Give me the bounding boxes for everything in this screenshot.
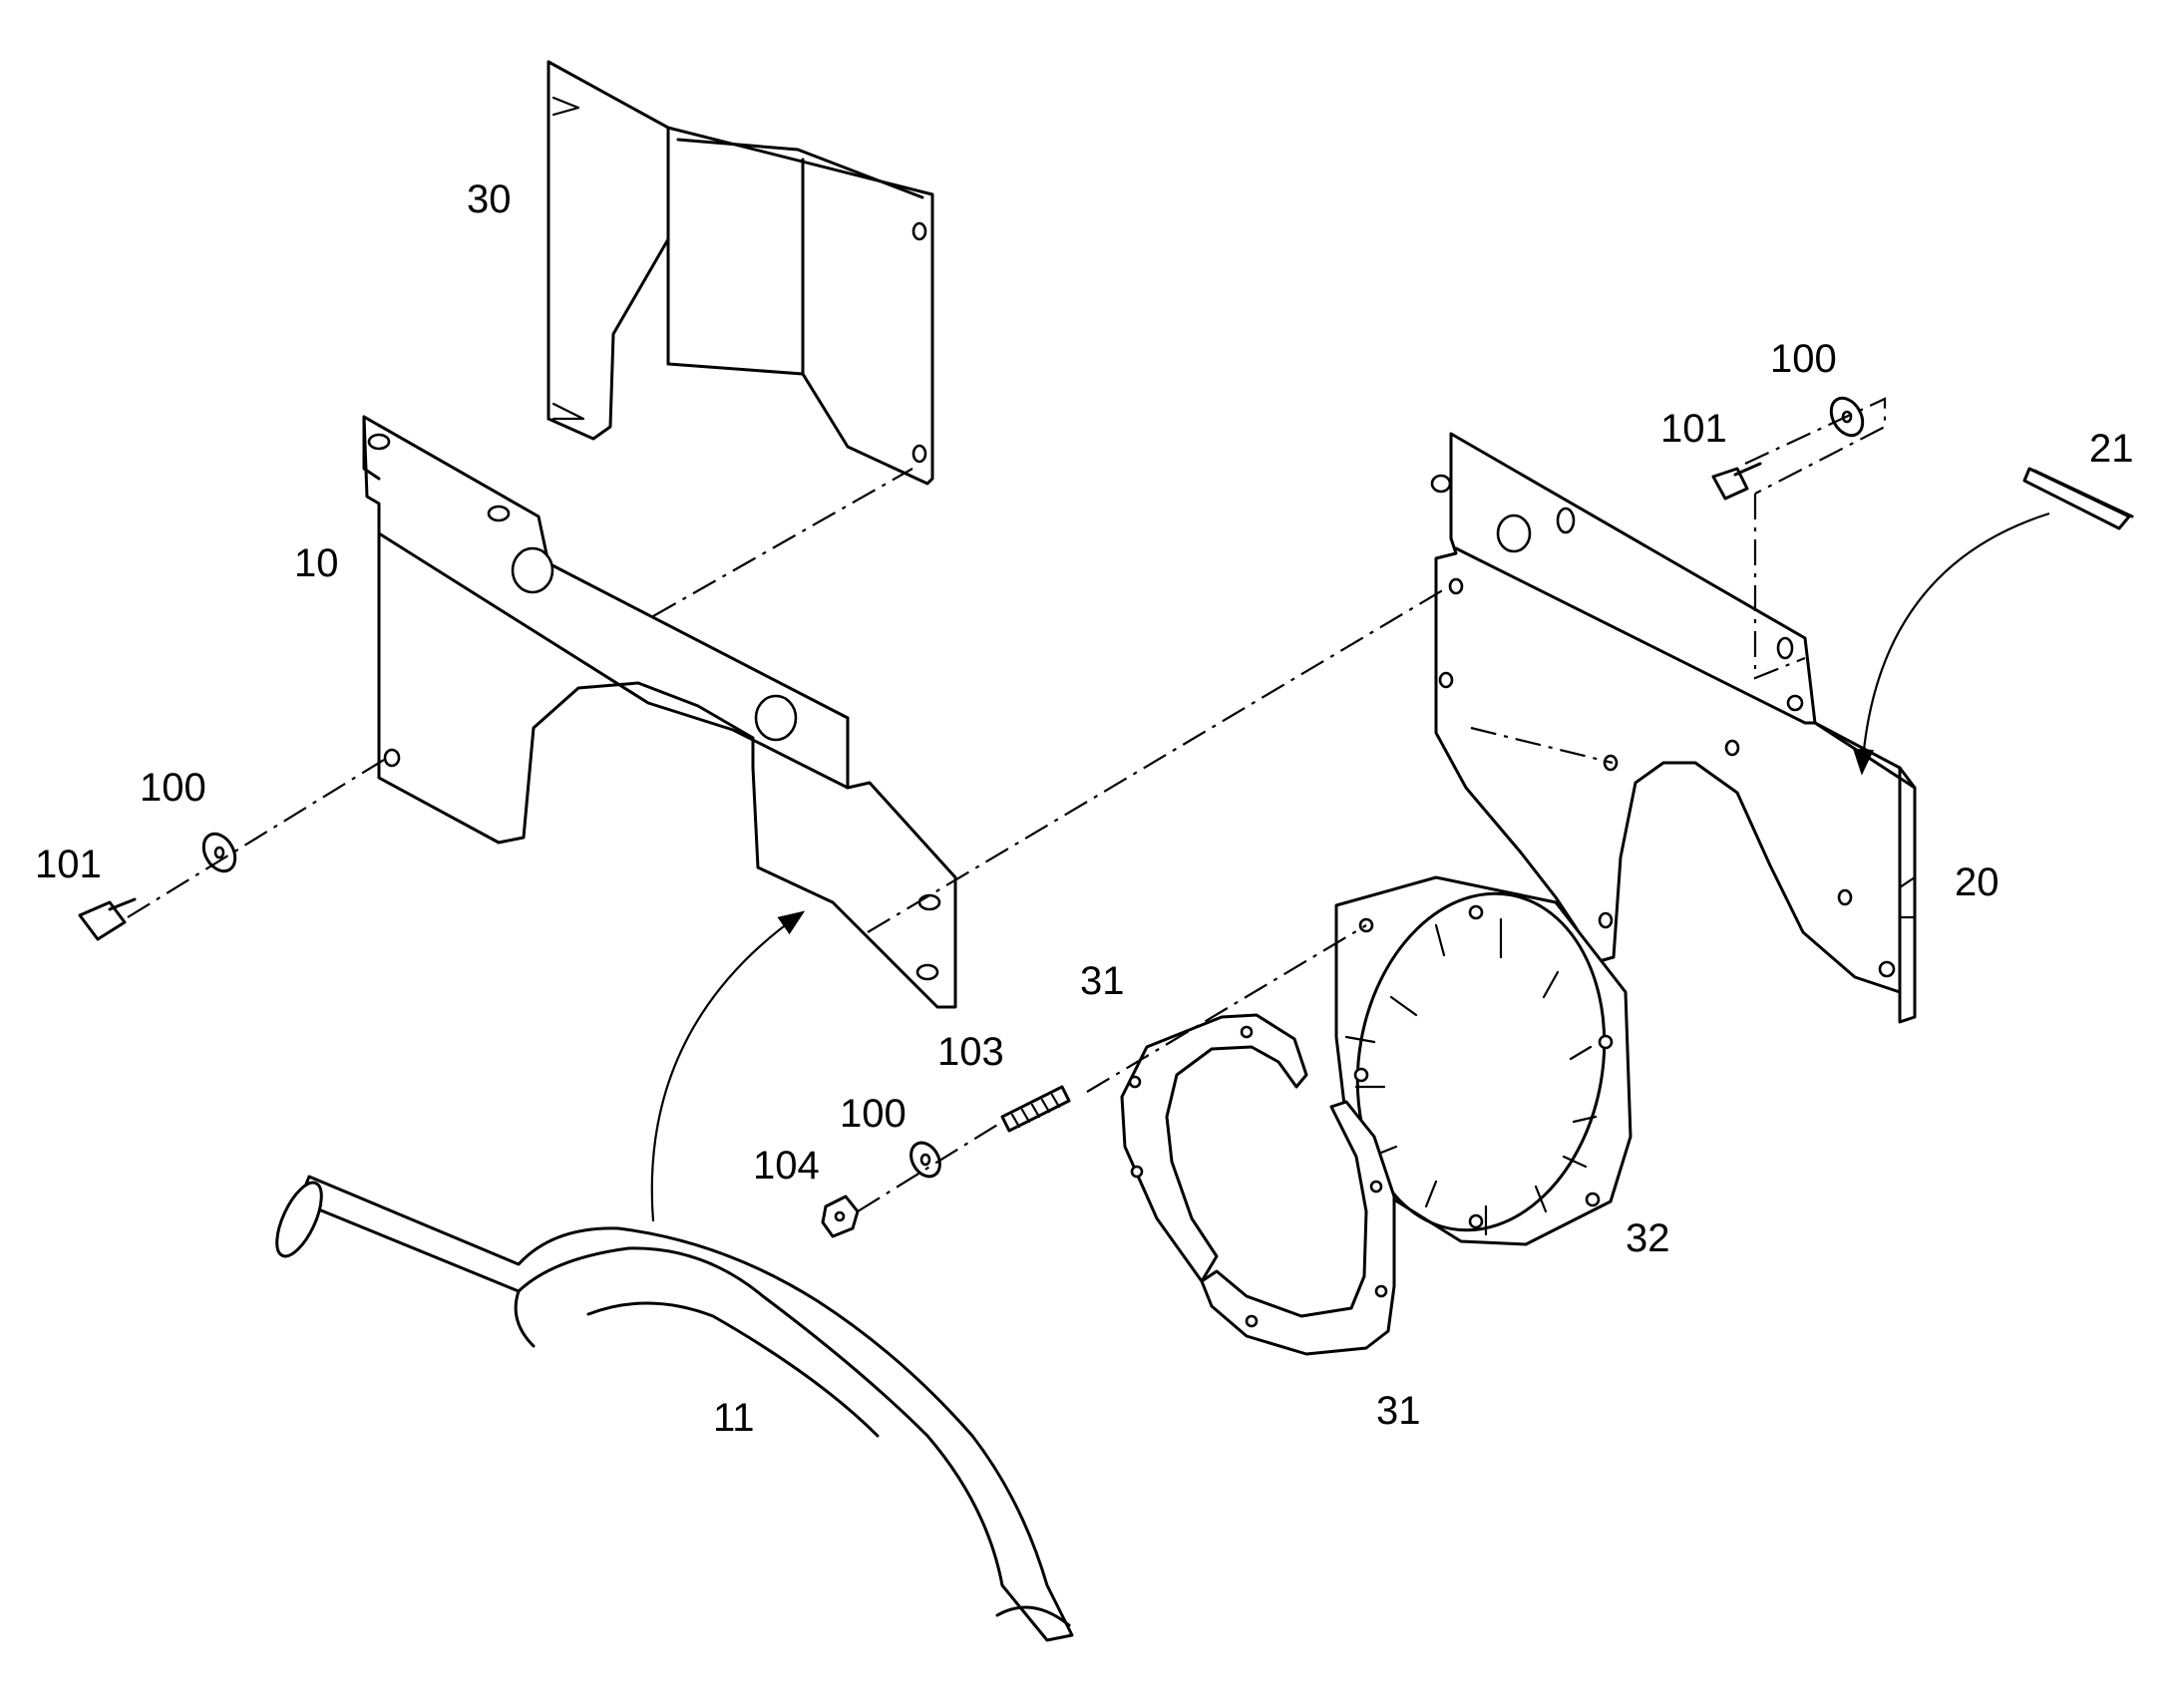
part-31-ring-upper: [1120, 1013, 1308, 1283]
fastener-101-right-bolt: [1711, 462, 1762, 501]
label-100-mid: 100: [840, 1092, 907, 1136]
label-101-left: 101: [35, 843, 102, 886]
label-11: 11: [713, 1396, 755, 1440]
label-101-right: 101: [1660, 407, 1727, 451]
label-30: 30: [467, 177, 512, 221]
fastener-100-left-washer: [201, 832, 237, 873]
label-32: 32: [1626, 1216, 1670, 1260]
fastener-101-left-bolt: [78, 897, 137, 941]
label-10: 10: [294, 541, 339, 585]
fastener-103-stud: [1000, 1085, 1071, 1133]
part-21-strip: [2022, 467, 2134, 530]
label-21: 21: [2089, 427, 2134, 471]
part-11-hose: [275, 1175, 1074, 1642]
label-31-bottom: 31: [1376, 1389, 1421, 1433]
part-31-ring-lower: [1200, 1100, 1396, 1356]
assembly-arrows: [650, 512, 2050, 1222]
part-30-shield: [546, 60, 934, 486]
part-20-bracket: [1430, 432, 1917, 1024]
label-103: 103: [937, 1030, 1004, 1074]
label-100-right: 100: [1770, 337, 1837, 381]
fastener-104-nut: [821, 1195, 860, 1238]
label-31-top: 31: [1080, 959, 1125, 1003]
part-labels: 30 10 100 101 11 31 103 100 104 32 31 10…: [35, 177, 2134, 1440]
fastener-100-mid-washer: [909, 1141, 941, 1179]
part-10-bracket: [362, 415, 957, 1009]
label-20: 20: [1955, 860, 1999, 904]
label-104: 104: [753, 1144, 820, 1188]
label-100-left: 100: [140, 766, 206, 810]
assembly-center-lines: [127, 397, 1887, 1212]
